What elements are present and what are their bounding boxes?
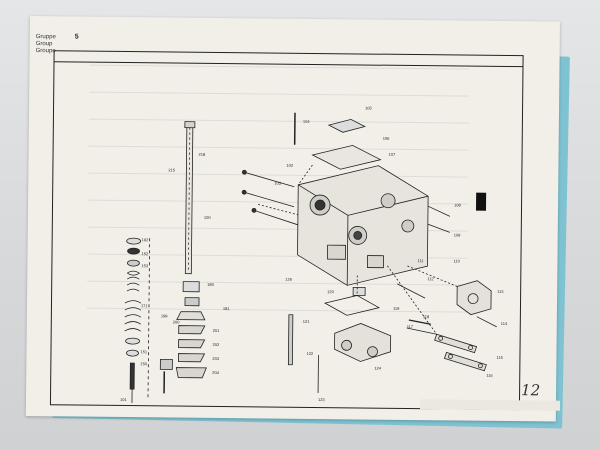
callout: 215 [168,167,176,172]
callout: 102 [286,163,294,168]
callout: 108 [454,202,462,207]
callout-labels: 218 215 100 192 152 153 171 180 181 199 … [120,106,508,403]
callout: 125 [285,277,293,282]
callout: 203 [212,356,220,361]
callout: 118 [423,314,430,319]
group-number: 5 [74,33,79,41]
callout: 201 [213,328,221,333]
callout: 120 [327,289,335,294]
housing-bolts [241,169,298,226]
callout: 110 [453,258,460,263]
callout: 151 [140,349,148,354]
callout: 106 [383,136,391,141]
callout: 200 [173,320,181,325]
lower-valve-body [287,314,392,394]
catalog-page: Gruppe Group Groupe 5 [25,16,560,422]
shift-shaft [184,121,196,275]
callout: 101 [120,397,128,402]
callout: 204 [212,370,220,375]
callout: 117 [407,324,414,329]
callout: 107 [389,152,397,157]
spring-stack [124,237,142,404]
callout: 121 [303,319,311,324]
callout: 103 [274,181,282,186]
callout: 124 [374,366,382,371]
callout: 199 [161,313,169,318]
callout: 109 [454,232,462,237]
callout: 202 [213,342,221,347]
callout: 105 [365,106,373,111]
exploded-view-diagram: 218 215 100 192 152 153 171 180 181 199 … [120,106,508,404]
callout: 150 [140,361,148,366]
callout: 123 [318,397,326,402]
callout: 152 [141,251,149,256]
callout: 171 [141,303,149,308]
callout: 180 [207,282,215,287]
leader-lines [257,164,458,335]
gasket-lower [323,295,381,316]
linkage-arms [406,327,487,372]
callout: 111 [417,258,424,263]
bushing [352,286,366,296]
callout: 181 [223,306,231,311]
page-number: 12 [521,381,541,400]
callout: 192 [142,237,150,242]
top-cover [293,112,382,170]
callout: 122 [306,351,314,356]
callout: 116 [486,373,493,378]
callout: 153 [141,263,149,268]
selector-forks [159,281,207,394]
callout: 113 [497,289,504,294]
page-edge [419,399,561,411]
callout: 115 [496,355,503,360]
callout: 112 [427,276,434,281]
warning-decal [475,192,487,211]
callout: 114 [501,321,508,326]
side-cover [456,280,492,316]
transmission-housing [297,165,429,286]
callout: 100 [204,215,212,220]
callout: 119 [393,306,400,311]
callout: 104 [303,119,311,124]
callout: 218 [199,152,207,157]
